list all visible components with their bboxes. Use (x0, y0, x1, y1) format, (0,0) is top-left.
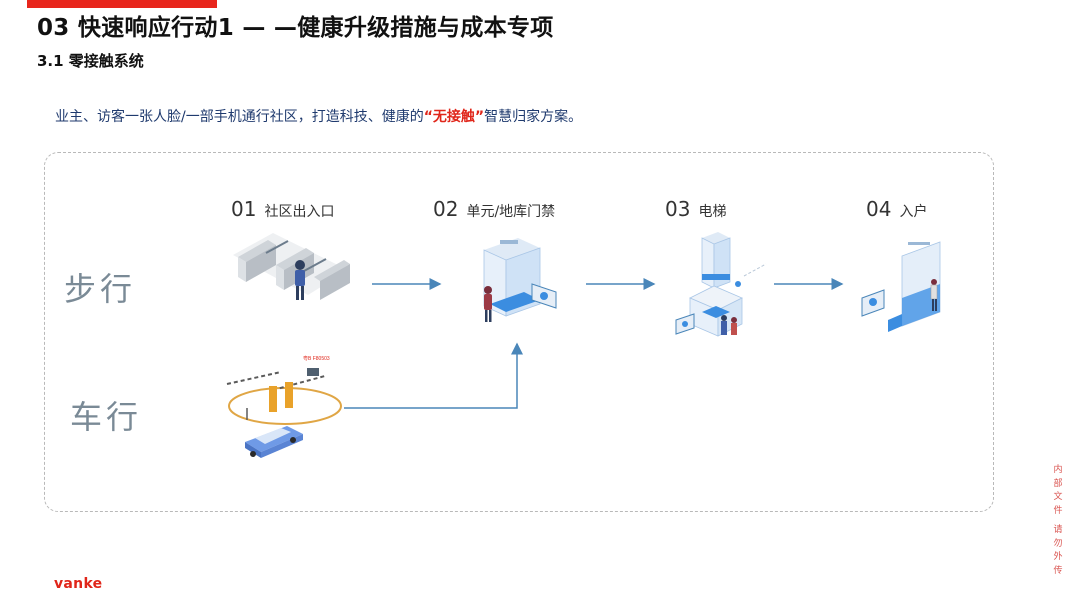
step-03: 03 电梯 (665, 197, 726, 221)
step-01-label: 社区出入口 (264, 204, 335, 220)
elevator-illustration (675, 232, 767, 337)
note-char: 部 (1053, 478, 1063, 489)
step-02-label: 单元/地库门禁 (466, 204, 556, 220)
arrow-drive-to-02 (344, 342, 523, 409)
step-03-label: 电梯 (698, 204, 727, 220)
note-char: 件 (1053, 505, 1063, 516)
intro-text: 业主、访客一张人脸/一部手机通行社区，打造科技、健康的“无接触”智慧归家方案。 (55, 106, 582, 126)
plate-text: 粤B F80503 (303, 355, 330, 362)
intro-highlight: “无接触” (423, 109, 485, 125)
vanke-logo: vanke (54, 576, 103, 592)
step-04: 04 入户 (866, 197, 927, 221)
confidential-note: 内 部 文 件 请 勿 外 传 (1050, 464, 1066, 578)
note-char: 外 (1053, 552, 1063, 562)
note-char: 请 (1053, 525, 1063, 535)
note-char: 勿 (1053, 538, 1063, 549)
accent-bar (27, 0, 217, 8)
flow-diagram-frame (44, 152, 994, 512)
note-char: 内 (1053, 465, 1063, 475)
note-char: 文 (1053, 492, 1063, 502)
step-03-number: 03 (665, 197, 691, 221)
step-04-label: 入户 (899, 204, 928, 220)
intro-before: 业主、访客一张人脸/一部手机通行社区，打造科技、健康的 (55, 109, 424, 125)
step-02-number: 02 (433, 197, 459, 221)
step-04-number: 04 (866, 197, 892, 221)
turnstile-gate-illustration (233, 233, 350, 300)
home-entry-illustration (861, 241, 941, 332)
vehicle-barrier-illustration: 粤B F80503 (226, 355, 342, 458)
mode-drive-label: 车行 (70, 398, 143, 436)
page-title: 03 快速响应行动1 — —健康升级措施与成本专项 (37, 15, 554, 41)
step-02: 02 单元/地库门禁 (433, 197, 555, 221)
intro-after: 智慧归家方案。 (484, 109, 583, 125)
step-01-number: 01 (231, 197, 257, 221)
step-01: 01 社区出入口 (231, 197, 334, 221)
note-char: 传 (1053, 565, 1063, 576)
unit-door-access-illustration (483, 238, 557, 322)
mode-walk-label: 步行 (64, 270, 137, 308)
section-subtitle: 3.1 零接触系统 (37, 52, 144, 70)
